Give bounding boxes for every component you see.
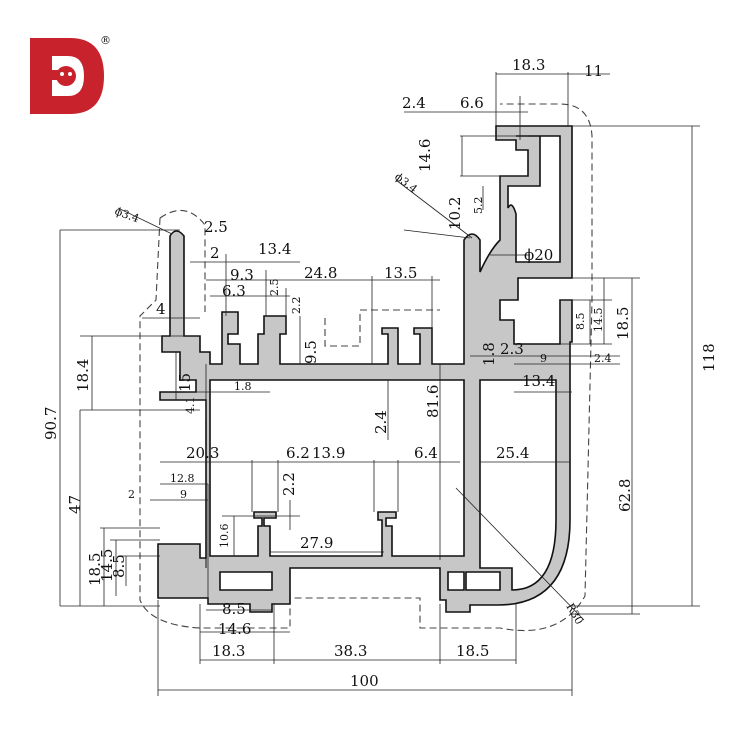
dim-18-4: 18.4 [74,359,92,392]
dim-8-5-right: 8.5 [574,313,587,331]
dim-4: 4 [156,300,166,318]
dim-2-4-right: 2.4 [594,352,612,365]
dim-15: 15 [176,373,194,392]
dim-9-3: 9.3 [230,266,254,284]
dim-9-right: 9 [540,352,547,365]
dim-24-8: 24.8 [304,264,337,282]
dim-47: 47 [66,495,84,514]
dim-18-3-bottom: 18.3 [212,642,245,660]
dim-6-4: 6.4 [414,444,438,462]
dim-2-4-mid: 2.4 [372,410,390,434]
dimension-labels: 18.3 11 2.4 6.6 14.6 ϕ3.4 10.2 5.2 ϕ20 ϕ… [42,56,718,690]
dim-2-2-mid: 2.2 [280,472,298,496]
dashed-envelope [139,103,593,632]
dim-27-9: 27.9 [300,534,333,552]
dim-14-6-bottom: 14.6 [218,620,251,638]
dim-81-6: 81.6 [424,385,442,418]
dim-14-5-right: 14.5 [592,308,605,333]
dim-118: 118 [700,343,718,372]
dim-2-3: 2.3 [500,340,524,358]
dim-9-small: 9 [180,488,187,501]
dim-phi-20: ϕ20 [524,246,553,264]
dim-phi-3-4-left: ϕ3.4 [113,205,141,226]
dim-4-1: 4.1 [184,397,197,415]
dim-20-3: 20.3 [186,444,219,462]
dim-18-5-bottom: 18.5 [456,642,489,660]
dim-2-small: 2 [128,488,135,501]
dim-2: 2 [210,244,220,262]
dim-6-2: 6.2 [286,444,310,462]
dim-18-3-top: 18.3 [512,56,545,74]
aluminum-profile [157,125,573,613]
dim-8-5-left: 8.5 [110,554,128,578]
dim-18-5-right: 18.5 [614,307,632,340]
dim-13-4-right: 13.4 [522,372,555,390]
dim-14-5-left: 14.5 [98,549,116,582]
dim-6-3: 6.3 [222,282,246,300]
dim-1-8-left: 1.8 [234,380,252,393]
dim-38-3: 38.3 [334,642,367,660]
dim-5-2: 5.2 [472,197,485,215]
dim-18-5-left: 18.5 [86,553,104,586]
dim-2-5-small: 2.5 [268,279,281,297]
dim-100: 100 [350,672,379,690]
dim-13-4-top: 13.4 [258,240,291,258]
dimension-lines [59,72,700,696]
dim-2-4-top: 2.4 [402,94,426,112]
dim-2-2-small: 2.2 [290,297,303,315]
dim-r30: R30 [563,601,585,627]
dim-11: 11 [584,62,603,80]
brand-logo: ® [30,34,111,114]
dim-13-9: 13.9 [312,444,345,462]
registered-mark: ® [100,34,111,47]
dim-25-4: 25.4 [496,444,529,462]
dim-9-5: 9.5 [302,340,320,364]
dim-1-8-right: 1.8 [480,342,498,366]
dim-62-8: 62.8 [616,479,634,512]
dim-10-2: 10.2 [446,197,464,230]
dim-13-5: 13.5 [384,264,417,282]
dim-10-6: 10.6 [218,524,231,549]
dim-8-5-bottom: 8.5 [222,600,246,618]
dim-2-5: 2.5 [204,218,228,236]
dim-12-8: 12.8 [170,472,195,485]
dim-14-6: 14.6 [416,139,434,172]
dim-90-7: 90.7 [42,407,60,440]
dim-phi-3-4-right: ϕ3.4 [392,170,420,196]
dim-6-6: 6.6 [460,94,484,112]
